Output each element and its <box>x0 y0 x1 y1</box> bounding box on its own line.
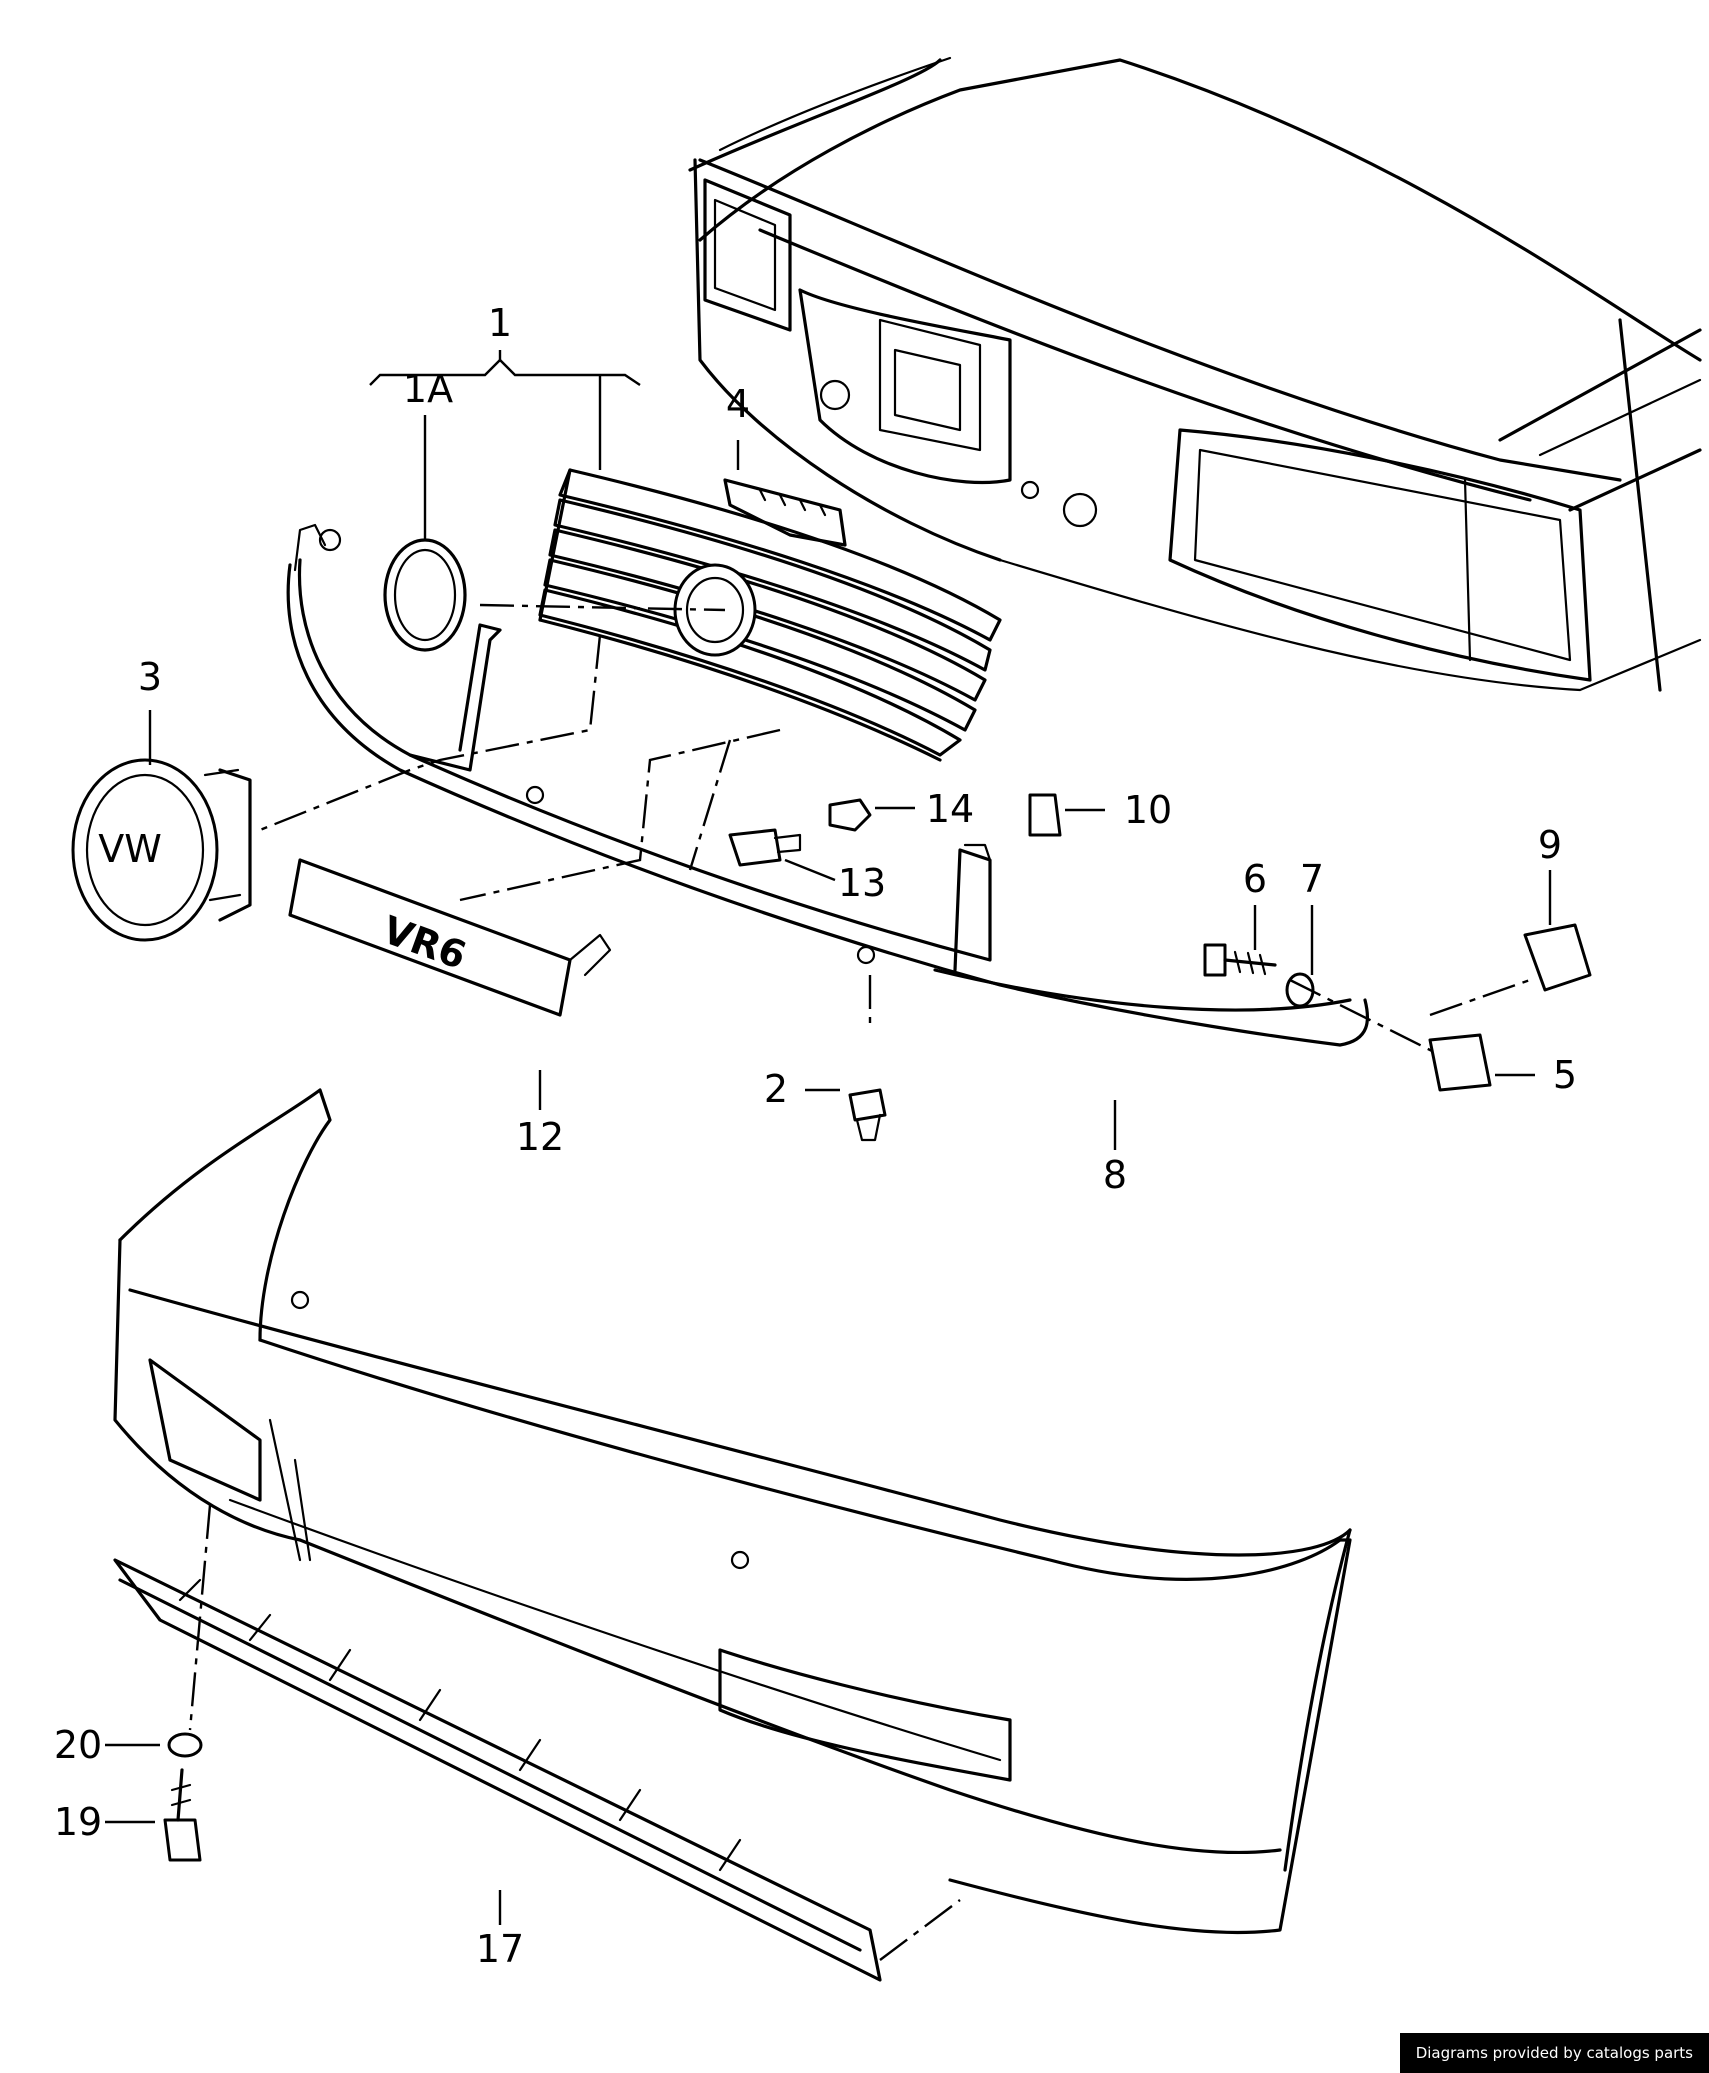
washer-20 <box>167 1732 203 1758</box>
clip-10 <box>1028 793 1062 837</box>
callout-4: 4 <box>726 382 750 426</box>
grille-moulding-8 <box>286 523 1370 1047</box>
callout-8: 8 <box>1103 1153 1127 1197</box>
credit-badge: Diagrams provided by catalogs parts <box>1399 2033 1709 2073</box>
vw-badge-3: VW <box>71 758 252 942</box>
nut-9 <box>1523 923 1592 992</box>
trim-strip-4 <box>723 478 847 547</box>
callout-1a: 1A <box>403 367 453 411</box>
clip-14 <box>828 798 872 832</box>
callout-13: 13 <box>838 861 886 905</box>
clip-13 <box>728 828 802 867</box>
radiator-grille <box>538 468 1002 762</box>
callout-labels: 1 1A 2 3 4 5 6 7 8 9 10 12 13 14 17 19 2… <box>54 301 1577 1971</box>
spoiler-17 <box>113 1558 882 1982</box>
callout-2: 2 <box>764 1067 788 1111</box>
callout-9: 9 <box>1538 823 1562 867</box>
clip-2 <box>848 1088 887 1142</box>
ring-1a <box>383 538 467 652</box>
car-front-body <box>688 56 1702 692</box>
callout-19: 19 <box>54 1800 102 1844</box>
callout-7: 7 <box>1300 857 1324 901</box>
callout-10: 10 <box>1124 788 1172 832</box>
callout-5: 5 <box>1553 1053 1577 1097</box>
screw-6 <box>1203 943 1277 977</box>
leader-lines <box>105 350 1552 1925</box>
callout-3: 3 <box>138 655 162 699</box>
callout-12: 12 <box>516 1115 564 1159</box>
badge-logo-text: VW <box>98 827 162 871</box>
callout-14: 14 <box>926 787 974 831</box>
screw-19 <box>163 1768 202 1862</box>
callout-20: 20 <box>54 1723 102 1767</box>
callout-6: 6 <box>1243 857 1267 901</box>
assembly-lines <box>188 603 1531 1961</box>
clip-5 <box>1428 1033 1492 1092</box>
callout-17: 17 <box>476 1927 524 1971</box>
callout-1: 1 <box>488 301 512 345</box>
bumper <box>113 1088 1352 1935</box>
vr6-emblem-12: VR6 <box>288 858 612 1017</box>
